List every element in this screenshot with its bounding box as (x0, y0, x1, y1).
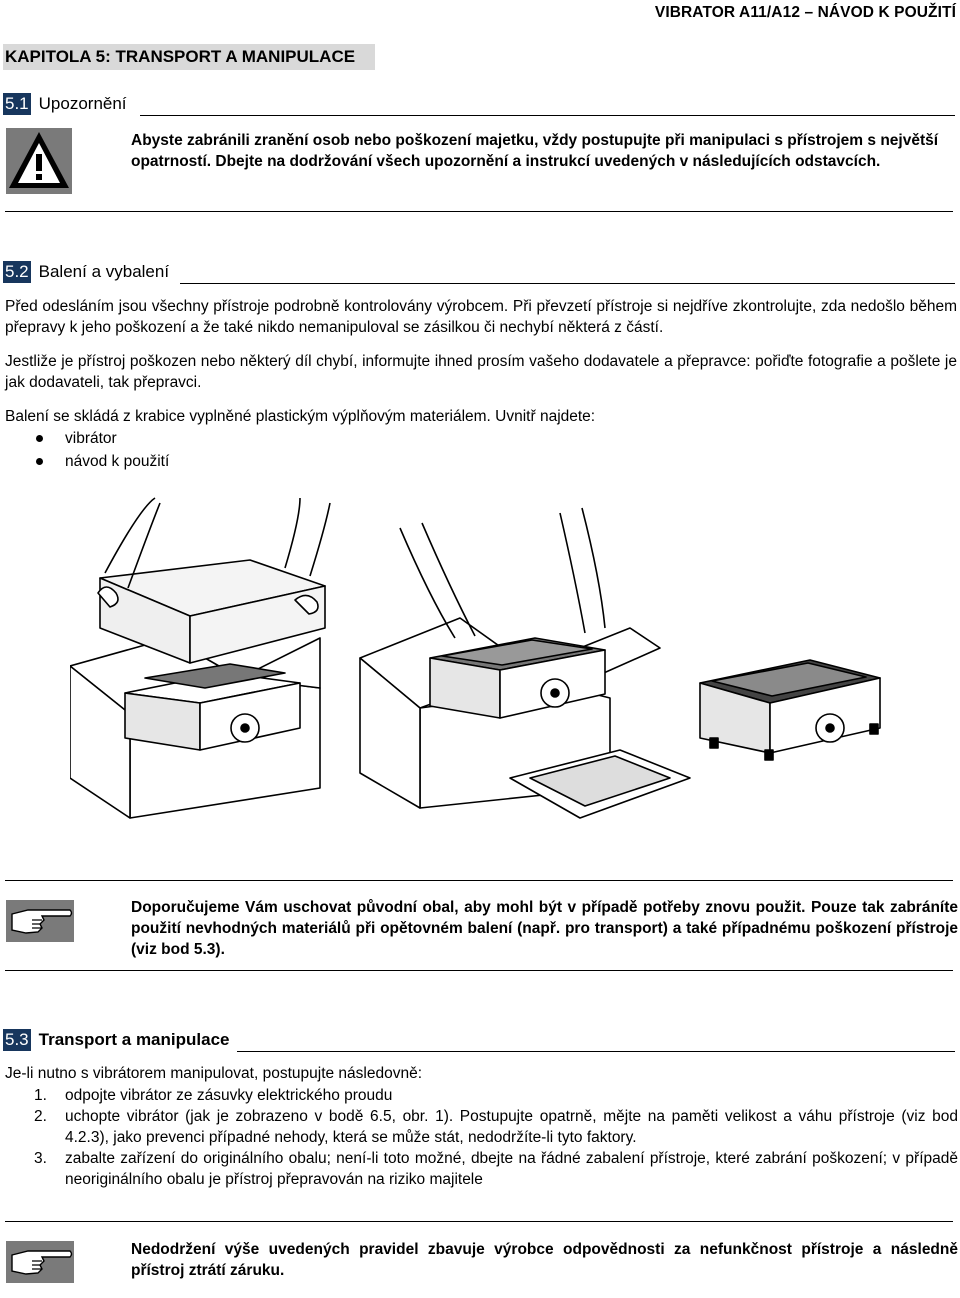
section-title: Balení a vybalení (38, 262, 170, 281)
section-number: 5.3 (3, 1029, 31, 1051)
section-heading-5-1: 5.1 Upozornění (3, 93, 127, 115)
note-text: Doporučujeme Vám uschovat původní obal, … (131, 899, 958, 958)
chapter-title: KAPITOLA 5: TRANSPORT A MANIPULACE (3, 44, 375, 70)
section-number: 5.2 (3, 261, 31, 283)
note-text: Nedodržení výše uvedených pravidel zbavu… (131, 1241, 958, 1279)
section-rule (180, 283, 955, 284)
scene-unit-standing (699, 659, 881, 761)
paragraph: Jestliže je přístroj poškozen nebo někte… (5, 353, 957, 391)
section-title: Upozornění (38, 94, 127, 113)
contents-list: vibrátor návod k použití (36, 427, 169, 473)
section-title: Transport a manipulace (38, 1030, 230, 1049)
pointing-hand-icon (6, 900, 74, 942)
pointing-hand-icon (6, 1241, 74, 1283)
scene-lift-unit (359, 507, 691, 819)
divider (5, 211, 953, 212)
scene-lift-lid (69, 497, 331, 819)
list-item: 1. odpojte vibrátor ze zásuvky elektrick… (34, 1087, 393, 1104)
list-item: 2. uchopte vibrátor (jak je zobrazeno v … (34, 1108, 958, 1146)
section-heading-5-3: 5.3 Transport a manipulace (3, 1029, 229, 1051)
bullet-icon (36, 435, 43, 442)
warning-text: Abyste zabránili zranění osob nebo poško… (131, 132, 939, 170)
warning-triangle-icon (6, 128, 72, 194)
section-heading-5-2: 5.2 Balení a vybalení (3, 261, 169, 283)
paragraph: Balení se skládá z krabice vyplněné plas… (5, 408, 596, 425)
section-number: 5.1 (3, 93, 31, 115)
paragraph: Před odesláním jsou všechny přístroje po… (5, 298, 957, 336)
list-item: vibrátor (36, 427, 169, 450)
list-item: návod k použití (36, 450, 169, 473)
steps-list: 1. odpojte vibrátor ze zásuvky elektrick… (0, 1085, 958, 1190)
section-rule (140, 115, 955, 116)
unpacking-illustration (69, 488, 890, 856)
divider (5, 880, 953, 881)
paragraph: Je-li nutno s vibrátorem manipulovat, po… (5, 1065, 423, 1082)
document-header: VIBRATOR A11/A12 – NÁVOD K POUŽITÍ (654, 4, 956, 21)
section-rule (237, 1051, 955, 1052)
divider (5, 1221, 953, 1222)
divider (5, 970, 953, 971)
list-item: 3. zabalte zařízení do originálního obal… (34, 1150, 958, 1188)
bullet-icon (36, 458, 43, 465)
